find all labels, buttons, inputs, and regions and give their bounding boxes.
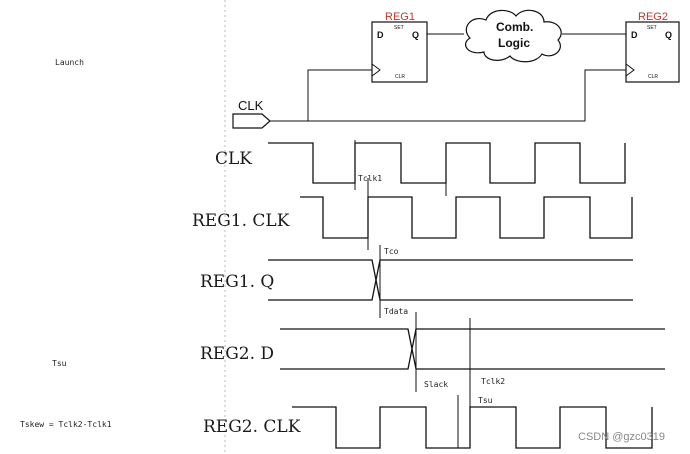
signal-label-reg2-d: REG2. D (200, 344, 274, 364)
reg2-clr-pin: CLR (648, 74, 658, 80)
reg1-title: REG1 (385, 11, 415, 23)
waveform-reg1-clk (300, 196, 633, 239)
reg1-clr-pin: CLR (395, 74, 405, 80)
waveform-reg1-q (268, 259, 633, 301)
reg2-q-pin: Q (665, 30, 672, 40)
circuit: REG1 D SET Q CLR REG2 D SET Q CLR Comb. … (232, 9, 680, 129)
signal-label-reg1-q: REG1. Q (200, 272, 274, 292)
reg1-box (371, 21, 428, 83)
label-tco: Tco (384, 247, 399, 256)
label-tsu: Tsu (478, 396, 493, 405)
reg2-clock-triangle (625, 63, 635, 77)
wire-clk-tree (270, 69, 626, 122)
clk-input-port (232, 113, 271, 129)
label-slack: Slack (424, 380, 448, 389)
label-tclk2: Tclk2 (481, 377, 505, 386)
reg2-set-pin: SET (647, 25, 657, 31)
signal-label-reg2-clk: REG2. CLK (203, 417, 301, 437)
signal-label-reg1-clk: REG1. CLK (192, 211, 290, 231)
reg2-title: REG2 (638, 11, 668, 23)
reg1-clock-triangle (371, 63, 381, 77)
wire-clk-to-reg1 (307, 69, 372, 121)
reg1-d-pin: D (377, 30, 384, 40)
signal-label-clk: CLK (215, 149, 252, 169)
label-tclk1: Tclk1 (358, 174, 382, 183)
reg2-box (625, 21, 680, 83)
reg2-d-pin: D (631, 30, 638, 40)
waveform-reg2-d (280, 328, 665, 370)
launch-note: Launch (55, 58, 84, 67)
watermark: CSDN @gzc0319 (578, 431, 665, 443)
comb-logic-cloud (465, 9, 562, 63)
label-tdata: Tdata (384, 307, 408, 316)
comb-logic-line1: Comb. (496, 20, 533, 34)
tskew-note: Tskew = Tclk2-Tclk1 (20, 420, 112, 429)
reg1-q-pin: Q (412, 30, 419, 40)
waveform-clk (268, 142, 626, 184)
tsu-note: Tsu (52, 359, 67, 368)
comb-logic-line2: Logic (498, 36, 530, 50)
reg1-set-pin: SET (394, 25, 404, 31)
clk-input-label: CLK (238, 98, 264, 113)
